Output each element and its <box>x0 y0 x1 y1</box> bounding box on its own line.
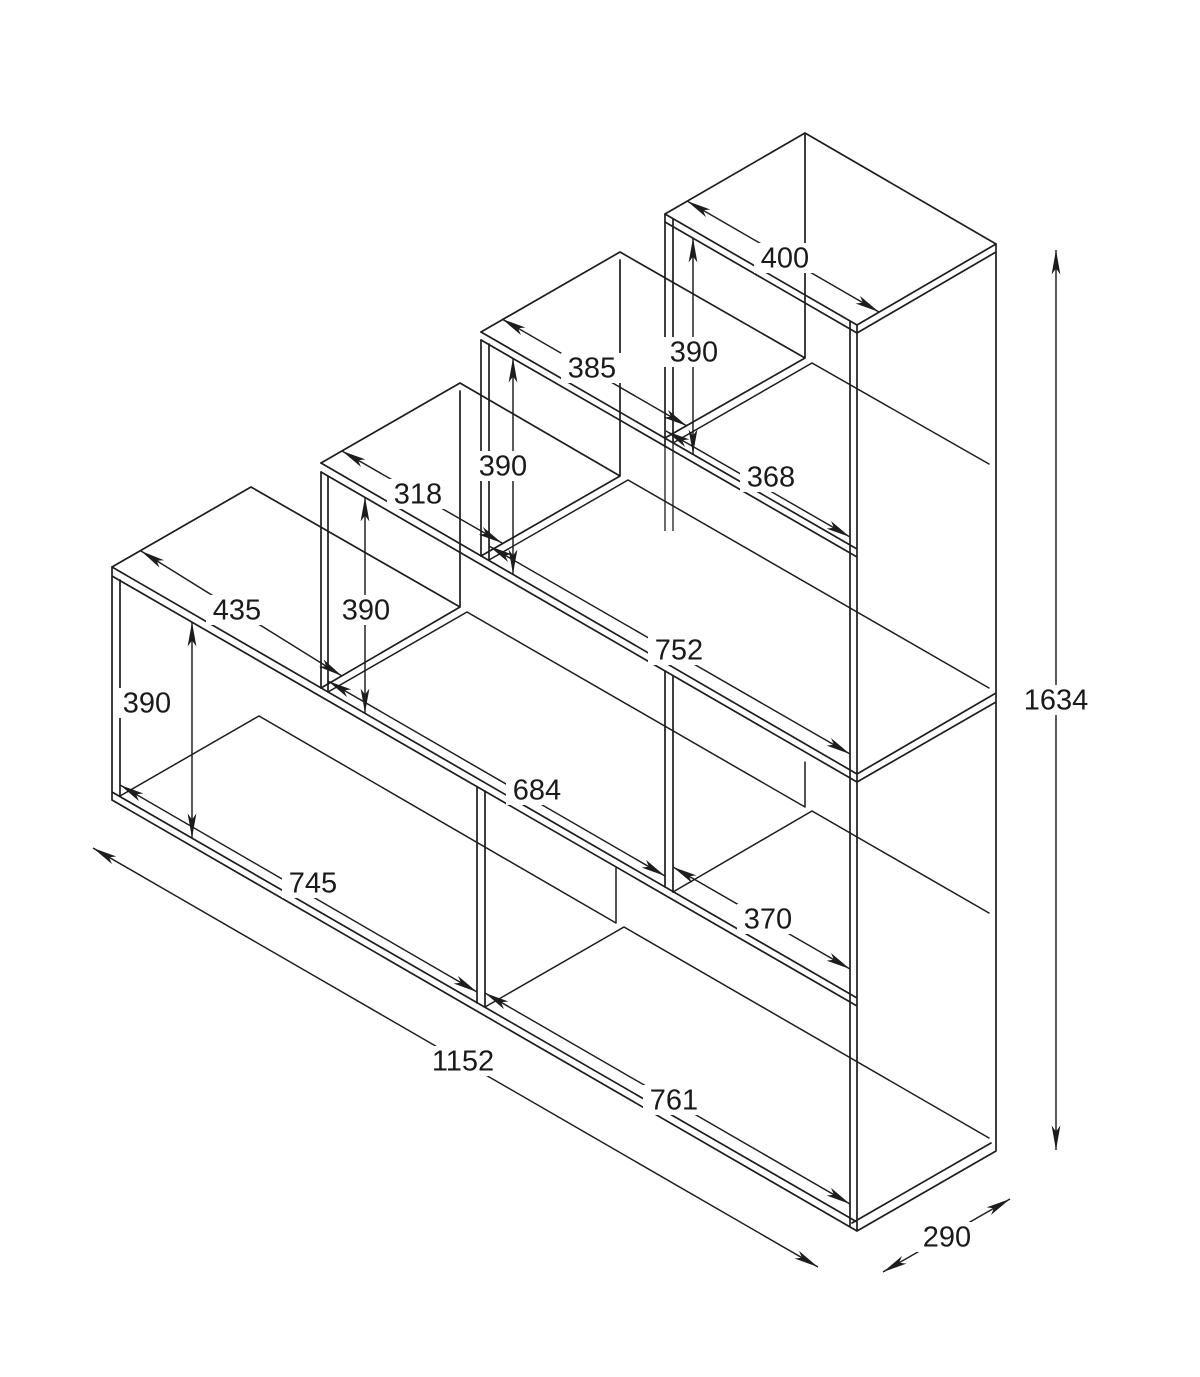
dim-step2-width-label: 318 <box>394 479 442 511</box>
dim-tower-inner-height-label: 390 <box>670 337 718 369</box>
dim-bottom-left-inner-width: 745 <box>119 784 478 993</box>
dim-bottom-width-label: 1152 <box>432 1046 494 1078</box>
shelf-outline <box>111 132 997 1232</box>
dim-level1-inner-height-label: 390 <box>123 688 171 720</box>
dim-level2-inner-width: 684 <box>327 680 666 877</box>
dim-total-height: 1634 <box>1016 250 1096 1150</box>
dim-bottom-right-inner-width: 761 <box>484 992 851 1205</box>
dim-total-height-label: 1634 <box>1024 685 1089 717</box>
dim-top-inner-width-label: 368 <box>747 462 795 494</box>
dim-step1-width-label: 435 <box>213 595 261 627</box>
dim-bottom-right-inner-width-label: 761 <box>650 1085 698 1117</box>
dim-level3-inner-width-label: 752 <box>655 635 703 667</box>
dim-tower-inner-height: 390 <box>663 238 725 454</box>
shelf-outer-edges <box>111 213 997 1232</box>
dim-bottom-left-inner-width-label: 745 <box>289 868 337 900</box>
dim-top-inner-width: 368 <box>664 430 851 538</box>
dim-top-width-label: 400 <box>761 243 809 275</box>
dim-level2-inner-height-label: 390 <box>342 595 390 627</box>
dim-level3-inner-width: 752 <box>488 545 851 755</box>
dim-depth-label: 290 <box>923 1222 971 1254</box>
dim-level1-inner-height: 390 <box>116 622 197 838</box>
dim-step1-width: 435 <box>140 550 343 677</box>
dim-level2-right-inner-width-label: 370 <box>744 904 792 936</box>
dim-level3-inner-height-label: 390 <box>479 451 527 483</box>
dim-depth: 290 <box>882 1198 1011 1273</box>
dim-level2-inner-width-label: 684 <box>513 775 561 807</box>
dim-level3-inner-height: 390 <box>472 358 534 574</box>
dim-level2-inner-height: 390 <box>335 497 397 713</box>
shelf-interior-lines <box>119 362 990 1139</box>
dim-step3-width: 385 <box>501 318 688 427</box>
dim-top-width: 400 <box>686 200 880 313</box>
dim-level2-right-inner-width: 370 <box>672 866 851 970</box>
dim-bottom-width: 1152 <box>92 847 819 1268</box>
dim-step3-width-label: 385 <box>568 353 616 385</box>
dim-step2-width: 318 <box>341 450 503 544</box>
